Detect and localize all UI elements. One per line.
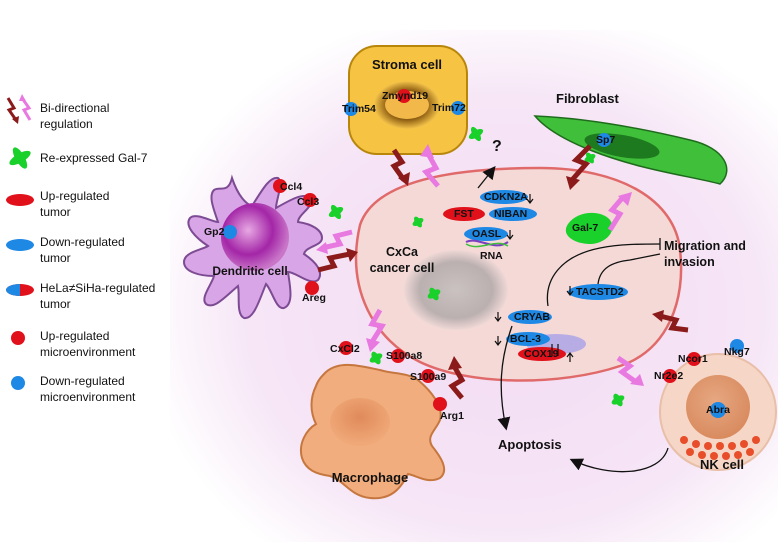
gene-abra: Abra	[706, 404, 730, 416]
gene-cryab: CRYAB	[514, 311, 550, 323]
marker-sp7	[597, 133, 611, 147]
label-migration-invasion: Migration and invasion	[664, 239, 746, 269]
red-dot-icon	[11, 331, 25, 345]
gal7-icon	[369, 351, 383, 365]
blue-dot-icon	[11, 376, 25, 390]
ellipse-bcl3	[506, 332, 550, 346]
gene-nr2e2: Nr2e2	[654, 370, 684, 382]
gene-rna: RNA	[480, 250, 503, 262]
label-nk-cell: NK cell	[699, 457, 745, 472]
gene-cxcl2: CxCl2	[330, 343, 360, 355]
marker-areg	[305, 281, 319, 295]
label-cancer-cell: CxCa cancer cell	[369, 245, 435, 275]
marker-trim54	[344, 102, 358, 116]
marker-s100a9	[421, 369, 435, 383]
gene-s100a9: S100a9	[410, 371, 447, 383]
regulatory-lines	[477, 165, 669, 473]
bi-directional-arrow-icon	[6, 94, 32, 124]
gene-niban: NIBAN	[494, 208, 528, 220]
gal7-icon	[328, 204, 344, 220]
ellipse-tacstd2	[568, 284, 628, 300]
gene-ccl3: Ccl3	[297, 196, 320, 208]
macrophage-cell	[300, 364, 446, 500]
legend-text-down-micro: Down-regulated microenvironment	[40, 374, 136, 404]
gal7-icon	[427, 287, 441, 301]
gene-arg1: Arg1	[440, 410, 464, 422]
ellipse-niban	[489, 207, 537, 221]
ellipse-cdkn2a	[480, 190, 528, 204]
ellipse-fst	[443, 207, 485, 221]
gene-ncor1: Ncor1	[678, 353, 708, 365]
label-macrophage: Macrophage	[331, 470, 409, 485]
legend-text-bidirectional: Bi-directional regulation	[40, 101, 110, 131]
split-ellipse-icon	[6, 284, 34, 296]
small-arrows	[494, 194, 574, 362]
marker-abra	[710, 402, 726, 418]
gene-trim54: Trim54	[342, 103, 376, 115]
gene-tacstd2: TACSTD2	[576, 286, 624, 298]
dendritic-cell	[182, 174, 324, 320]
label-apoptosis: Apoptosis	[498, 437, 562, 452]
gene-sp7: Sp7	[596, 134, 616, 146]
gene-bcl3: BCL-3	[510, 333, 541, 345]
ellipse-cox19	[518, 347, 566, 361]
marker-trim72	[451, 101, 465, 115]
marker-s100a8	[391, 349, 405, 363]
gene-gp2: Gp2	[204, 226, 225, 238]
gal7-icon	[412, 216, 424, 228]
ellipse-oasl	[464, 227, 508, 241]
rna-strand-2	[465, 242, 509, 248]
marker-ncor1	[687, 352, 701, 366]
label-fibroblast: Fibroblast	[556, 91, 619, 106]
gene-trim72: Trim72	[432, 102, 466, 114]
legend-icons	[6, 94, 34, 390]
marker-ccl4	[273, 179, 287, 193]
ellipse-cryab	[508, 310, 552, 324]
gal7-icon	[611, 393, 625, 407]
gene-gal7: Gal-7	[572, 222, 599, 234]
marker-gp2	[223, 225, 237, 239]
blue-ellipse-icon	[6, 239, 34, 251]
marker-arg1	[433, 397, 447, 411]
gene-s100a8: S100a8	[386, 350, 423, 362]
marker-cxcl2	[339, 341, 353, 355]
legend-text-down-tumor: Down-regulated tumor	[40, 235, 125, 265]
marker-nr2e2	[663, 369, 677, 383]
label-dendritic-cell: Dendritic cell	[212, 264, 288, 278]
gene-cox19: COX19	[524, 348, 559, 360]
legend-text-gal7: Re-expressed Gal-7	[40, 151, 148, 165]
marker-nkg7	[730, 339, 744, 353]
gal7-icon	[468, 126, 484, 142]
gene-oasl: OASL	[472, 228, 502, 240]
gal7-blob	[565, 212, 613, 244]
gal7-icon	[584, 152, 596, 164]
gene-nkg7: Nkg7	[724, 346, 750, 358]
marker-ccl3	[303, 193, 317, 207]
gal7-icon	[9, 147, 31, 169]
gene-ccl4: Ccl4	[280, 181, 303, 193]
label-stroma-cell: Stroma cell	[371, 57, 443, 72]
bidirectional-arrows	[316, 144, 689, 400]
gene-fst: FST	[454, 208, 474, 220]
legend-text-split-tumor: HeLa≠SiHa-regulated tumor	[40, 281, 156, 311]
gene-areg: Areg	[302, 292, 326, 304]
marker-zmynd19	[397, 89, 411, 103]
red-ellipse-icon	[6, 194, 34, 206]
legend-text-up-micro: Up-regulated microenvironment	[40, 329, 136, 359]
legend-text-up-tumor: Up-regulated tumor	[40, 189, 110, 219]
gene-zmynd19: Zmynd19	[382, 90, 429, 102]
gene-cdkn2a: CDKN2A	[484, 191, 528, 203]
label-unknown: ?	[492, 138, 502, 155]
